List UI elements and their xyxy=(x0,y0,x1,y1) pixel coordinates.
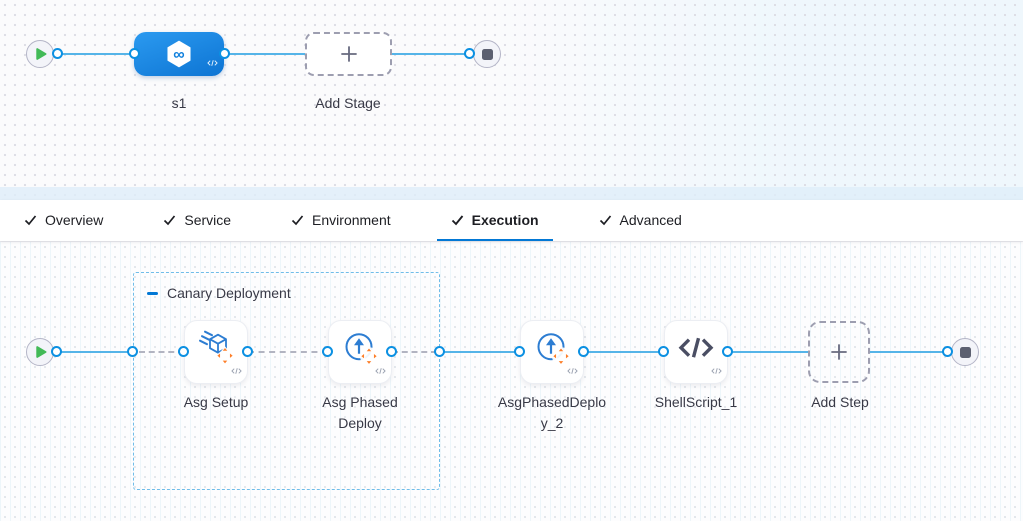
add-stage-label: Add Stage xyxy=(315,95,381,111)
connector-port xyxy=(242,346,253,357)
asg-phased-deploy-icon xyxy=(340,328,380,373)
connector-line xyxy=(224,53,305,55)
play-icon xyxy=(36,48,47,60)
step-node-asg-setup[interactable] xyxy=(184,320,248,384)
stage-config-tabs: Overview Service Environment Execution A… xyxy=(0,200,1023,241)
connector-line xyxy=(870,351,948,353)
connector-port xyxy=(722,346,733,357)
connector-port xyxy=(464,48,475,59)
step-node-asg-phased-deploy[interactable] xyxy=(328,320,392,384)
pipeline-end-node xyxy=(473,40,501,68)
tab-label: Service xyxy=(184,211,232,228)
connector-port xyxy=(942,346,953,357)
connector-port xyxy=(51,346,62,357)
connector-line-dashed xyxy=(139,351,184,353)
step-node-asg-phased-deploy-2[interactable] xyxy=(520,320,584,384)
add-step-button[interactable] xyxy=(808,321,870,383)
check-icon xyxy=(164,214,176,225)
execution-graph-canvas: Canary Deployment xyxy=(0,241,1023,521)
tab-label: Execution xyxy=(471,211,539,228)
connector-line xyxy=(57,351,133,353)
step-label: ShellScript_1 xyxy=(654,394,738,410)
connector-port xyxy=(129,48,140,59)
code-view-icon xyxy=(567,362,578,380)
stop-icon xyxy=(481,48,493,60)
connector-port xyxy=(219,48,230,59)
plus-icon xyxy=(340,46,357,62)
pipeline-start-node xyxy=(26,40,54,68)
execution-end-node xyxy=(951,338,979,366)
code-view-icon xyxy=(207,54,218,72)
tab-label: Advanced xyxy=(619,211,682,228)
connector-port xyxy=(658,346,669,357)
connector-port xyxy=(578,346,589,357)
step-label: AsgPhasedDeploy_2 xyxy=(497,394,607,431)
tab-service[interactable]: Service xyxy=(149,200,245,241)
code-view-icon xyxy=(711,362,722,380)
connector-port xyxy=(127,346,138,357)
connector-port xyxy=(52,48,63,59)
step-label: Asg Setup xyxy=(183,394,249,410)
tab-label: Overview xyxy=(45,211,104,228)
group-label: Canary Deployment xyxy=(167,285,291,301)
connector-line-dashed xyxy=(392,351,437,353)
cd-hexagon-infinity-icon: ∞ xyxy=(167,40,191,68)
step-node-shellscript-1[interactable] xyxy=(664,320,728,384)
connector-port xyxy=(322,346,333,357)
connector-line xyxy=(57,53,134,55)
canvas-footer-band xyxy=(0,187,1023,200)
connector-port xyxy=(514,346,525,357)
connector-line xyxy=(443,351,520,353)
execution-start-node xyxy=(26,338,54,366)
connector-port xyxy=(386,346,397,357)
check-icon xyxy=(24,214,37,225)
tab-label: Environment xyxy=(312,211,391,228)
asg-phased-deploy-icon xyxy=(532,328,572,373)
plus-icon xyxy=(831,344,847,360)
stop-icon xyxy=(959,346,971,358)
svg-text:∞: ∞ xyxy=(173,46,184,63)
tab-execution[interactable]: Execution xyxy=(436,200,553,241)
connector-port xyxy=(434,346,445,357)
collapse-group-icon[interactable] xyxy=(147,292,158,295)
stage-label: s1 xyxy=(171,95,187,111)
asg-setup-icon xyxy=(196,328,236,373)
connector-line-dashed xyxy=(248,351,328,353)
step-label: Asg Phased Deploy xyxy=(322,394,398,431)
connector-port xyxy=(178,346,189,357)
connector-line xyxy=(728,351,808,353)
play-icon xyxy=(36,346,47,358)
code-view-icon xyxy=(375,362,386,380)
code-view-icon xyxy=(231,362,242,380)
add-step-label: Add Step xyxy=(811,394,869,410)
tab-advanced[interactable]: Advanced xyxy=(585,200,696,241)
shell-script-icon xyxy=(676,328,716,373)
check-icon xyxy=(451,214,463,225)
connector-line xyxy=(392,53,470,55)
stage-graph-canvas: ∞ s1 Add Stage xyxy=(0,0,1023,200)
check-icon xyxy=(599,214,611,225)
add-stage-button[interactable] xyxy=(305,32,392,76)
tab-environment[interactable]: Environment xyxy=(277,200,405,241)
connector-line xyxy=(584,351,664,353)
tab-overview[interactable]: Overview xyxy=(10,200,117,241)
step-group-canary-deployment: Canary Deployment xyxy=(133,272,440,490)
check-icon xyxy=(291,214,304,225)
stage-node-s1[interactable]: ∞ xyxy=(134,32,224,76)
